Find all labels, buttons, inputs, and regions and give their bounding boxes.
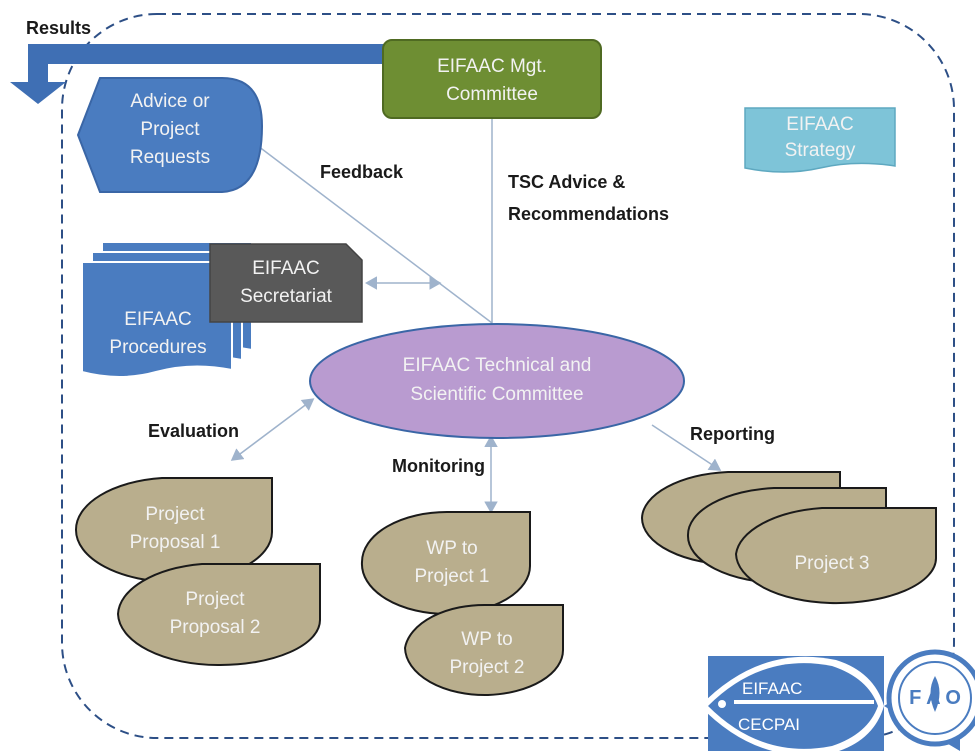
advice-requests-line-1: Advice or (130, 91, 210, 112)
fao-letters: F A O (909, 687, 961, 709)
logo-text-bottom: CECPAI (738, 715, 800, 734)
strategy-line-2: Strategy (785, 140, 856, 161)
advice-requests-line-2: Project (140, 119, 200, 140)
tsc-ellipse (309, 323, 685, 439)
feedback-label: Feedback (320, 162, 404, 182)
logo-text-top: EIFAAC (742, 679, 802, 698)
reporting-label: Reporting (690, 424, 775, 444)
advice-requests-line-3: Requests (130, 147, 210, 168)
wp-1-line-1: WP to (426, 538, 477, 559)
proposal-1-line-2: Proposal 1 (130, 532, 221, 553)
evaluation-label: Evaluation (148, 421, 239, 441)
proposal-2-line-2: Proposal 2 (170, 617, 261, 638)
wp-1-line-2: Project 1 (415, 566, 490, 587)
connector-evaluation (230, 398, 315, 461)
tsc-line-2: Scientific Committee (410, 384, 583, 405)
project-3-label: Project 3 (795, 553, 870, 574)
secretariat-shape (209, 243, 363, 323)
procedures-line-1: EIFAAC (124, 309, 192, 330)
strategy-line-1: EIFAAC (786, 114, 854, 135)
tsc-advice-label-line-2: Recommendations (508, 204, 669, 224)
wp-2-line-1: WP to (461, 629, 512, 650)
proposal-2-shape (116, 563, 321, 667)
results-label: Results (26, 18, 91, 38)
fao-logo (886, 649, 975, 747)
mgt-committee-line-2: Committee (446, 84, 538, 105)
connector-reporting (651, 424, 722, 471)
eifaac-logo (700, 656, 960, 751)
wp-2-shape (403, 603, 565, 697)
secretariat-line-1: EIFAAC (252, 258, 320, 279)
connector-feedback (257, 145, 493, 324)
monitoring-label: Monitoring (392, 456, 485, 476)
advice-requests-shape (76, 77, 264, 193)
mgt-committee-line-1: EIFAAC Mgt. (437, 56, 547, 77)
wp-1-shape (360, 510, 531, 616)
secretariat-line-2: Secretariat (240, 286, 333, 307)
proposal-2-line-1: Project (185, 589, 245, 610)
results-arrow (10, 44, 392, 104)
proposal-1-line-1: Project (145, 504, 205, 525)
project-stack (640, 471, 938, 605)
proposal-1-shape (74, 477, 273, 584)
tsc-line-1: EIFAAC Technical and (403, 355, 592, 376)
strategy-shape (744, 107, 896, 173)
mgt-committee-box (382, 39, 602, 119)
wp-2-line-2: Project 2 (450, 657, 525, 678)
tsc-advice-label-line-1: TSC Advice & (508, 172, 625, 192)
procedures-line-2: Procedures (109, 337, 206, 358)
boundary-frame (61, 13, 955, 739)
